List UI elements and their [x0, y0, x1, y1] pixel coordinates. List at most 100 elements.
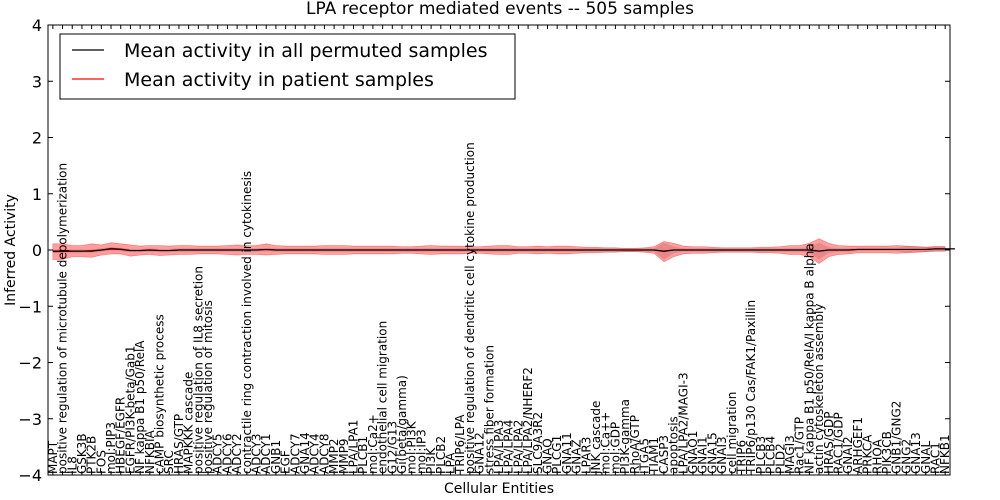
- entity-label: GNAZ: [570, 439, 584, 474]
- y-tick-label: 0: [32, 241, 42, 260]
- entity-label: ADCY1: [259, 433, 273, 474]
- entity-label: mol:Ca2+: [366, 414, 380, 474]
- entity-label: contractile ring contraction involved in…: [240, 171, 254, 474]
- entity-label: RAC1: [928, 442, 942, 474]
- entity-label: JNK cascade: [589, 401, 603, 475]
- entity-label: GNAL: [919, 441, 933, 474]
- entity-label: SRC: [162, 450, 176, 474]
- entity-label: GNA15: [705, 432, 719, 474]
- entity-label: NFKB1: [938, 434, 952, 474]
- y-tick-label: 2: [32, 129, 42, 148]
- entity-label: ADCY5: [211, 433, 225, 474]
- entity-label: HBEGF/EGFR: [114, 397, 128, 474]
- y-tick-label: −2: [18, 354, 42, 373]
- y-tick-label: −3: [18, 410, 42, 429]
- entity-label: ADCY2: [230, 433, 244, 474]
- entity-label: RHOA: [870, 438, 884, 474]
- entity-label: LPA/LPA2/NHERF2: [521, 367, 535, 474]
- entity-label: cAMP biosynthetic process: [153, 314, 167, 474]
- entity-label: ADCY8: [317, 433, 331, 474]
- entity-label: RAC1/GDP: [831, 412, 845, 474]
- entity-label: actin cytoskeleton assembly: [812, 304, 826, 474]
- entity-label: apoptosis: [667, 416, 681, 474]
- series-lines: [52, 247, 955, 253]
- entity-label: PLD2: [773, 443, 787, 474]
- entity-label: GNA13: [909, 432, 923, 474]
- entity-label: EGF: [279, 450, 293, 474]
- entity-label: mol:PI3K: [405, 420, 419, 474]
- entity-label: CASP3: [657, 435, 671, 474]
- entity-label: PRKCA: [861, 434, 875, 474]
- entity-label: IL8: [65, 456, 79, 474]
- entity-label: GNAI2: [841, 436, 855, 474]
- entity-label: positive regulation of dendritic cell cy…: [463, 142, 477, 474]
- activity-bands: [52, 238, 946, 264]
- y-tick-label: −1: [18, 297, 42, 316]
- entity-label: FOS: [94, 450, 108, 474]
- entity-label: SLC9A3R2: [531, 412, 545, 474]
- legend: Mean activity in all permuted samples Me…: [59, 33, 516, 100]
- patient-activity-band: [52, 238, 946, 264]
- entity-label: HRAS/GTP: [172, 414, 186, 474]
- legend-box: [59, 33, 516, 100]
- entity-label: PLCB4: [764, 436, 778, 474]
- entity-label: LPA/LPA3: [492, 420, 506, 474]
- entity-label: MAPKKK cascade: [182, 372, 196, 474]
- entity-label: Gi(beta/gamma): [395, 375, 409, 474]
- entity-label: positive regulation of IL8 secretion: [191, 266, 205, 474]
- entity-label: NF kappa B1 p50/RelA/I kappa B alpha: [802, 243, 816, 474]
- y-tick-label: 4: [32, 16, 42, 35]
- legend-label-patient: Mean activity in patient samples: [124, 69, 434, 91]
- y-tick-label: 3: [32, 72, 42, 91]
- entity-label: TRIP6: [734, 440, 748, 475]
- x-axis-title: Cellular Entities: [444, 481, 554, 497]
- entity-label: stress fiber formation: [482, 345, 496, 474]
- entity-label: ADCY7: [288, 433, 302, 474]
- series-line-permuted: [52, 248, 955, 252]
- entity-label: MAGI3: [783, 435, 797, 474]
- entity-label: TIAM1: [647, 437, 661, 475]
- entity-label: GNA14: [298, 432, 312, 474]
- entity-label: ADCY4: [308, 433, 322, 474]
- entity-label: NFKBIA: [143, 429, 157, 474]
- y-axis-ticks: −4 −3 −2 −1 0 1 2 3 4: [18, 16, 950, 485]
- entity-label: GNB1: [269, 440, 283, 474]
- y-axis-title: Inferred Activity: [3, 194, 19, 306]
- entity-label: PLCB1: [356, 436, 370, 474]
- entity-label: LPA/LPA2/MAGI-3: [676, 372, 690, 474]
- entity-label: MMP2: [327, 438, 341, 474]
- entity-label: PLCG1: [550, 435, 564, 474]
- entity-label: GNAI1: [696, 436, 710, 474]
- entity-label: GSK3B: [75, 433, 89, 474]
- y-tick-label: −4: [18, 466, 42, 485]
- entity-label: LPA: [444, 452, 458, 474]
- entity-label: ITGA5: [637, 438, 651, 474]
- entity-label: HRAS/GDP: [822, 411, 836, 474]
- entity-label: TRIP6/LPA: [453, 414, 467, 475]
- entity-label: GNAI3: [715, 436, 729, 474]
- entity-label: LPA/LPA2: [511, 420, 525, 474]
- entity-label: PTK2B: [85, 436, 99, 474]
- entity-label: PLCB3: [754, 436, 768, 474]
- entity-label: NF kappa B1 p50/RelA: [133, 340, 147, 474]
- entity-label: endothelial cell migration: [376, 321, 390, 474]
- entity-label: EGFR/PI3K-beta/Gab1: [123, 345, 137, 474]
- entity-label: GNG2: [899, 439, 913, 474]
- entity-label: ADCY6: [220, 433, 234, 474]
- entity-label: ADCY3: [250, 433, 264, 474]
- entity-label: positive regulation of mitosis: [201, 300, 215, 474]
- entity-label: mol:PIP3: [104, 422, 118, 474]
- plot-frame: [47, 24, 951, 476]
- entity-label: Rac1/GTP: [793, 417, 807, 474]
- y-tick-label: 1: [32, 185, 42, 204]
- entity-label: MMP9: [337, 438, 351, 474]
- entity-label: GNA12: [473, 432, 487, 474]
- entity-label: mol:IP3: [414, 429, 428, 474]
- entity-label: GNAQ: [540, 438, 554, 474]
- entity-label: positive regulation of microtubule depol…: [56, 163, 70, 474]
- entity-label: LPA/LPA4: [502, 420, 516, 474]
- entity-label: mol:Ca++: [599, 412, 613, 474]
- entity-label: MAPT: [46, 440, 60, 474]
